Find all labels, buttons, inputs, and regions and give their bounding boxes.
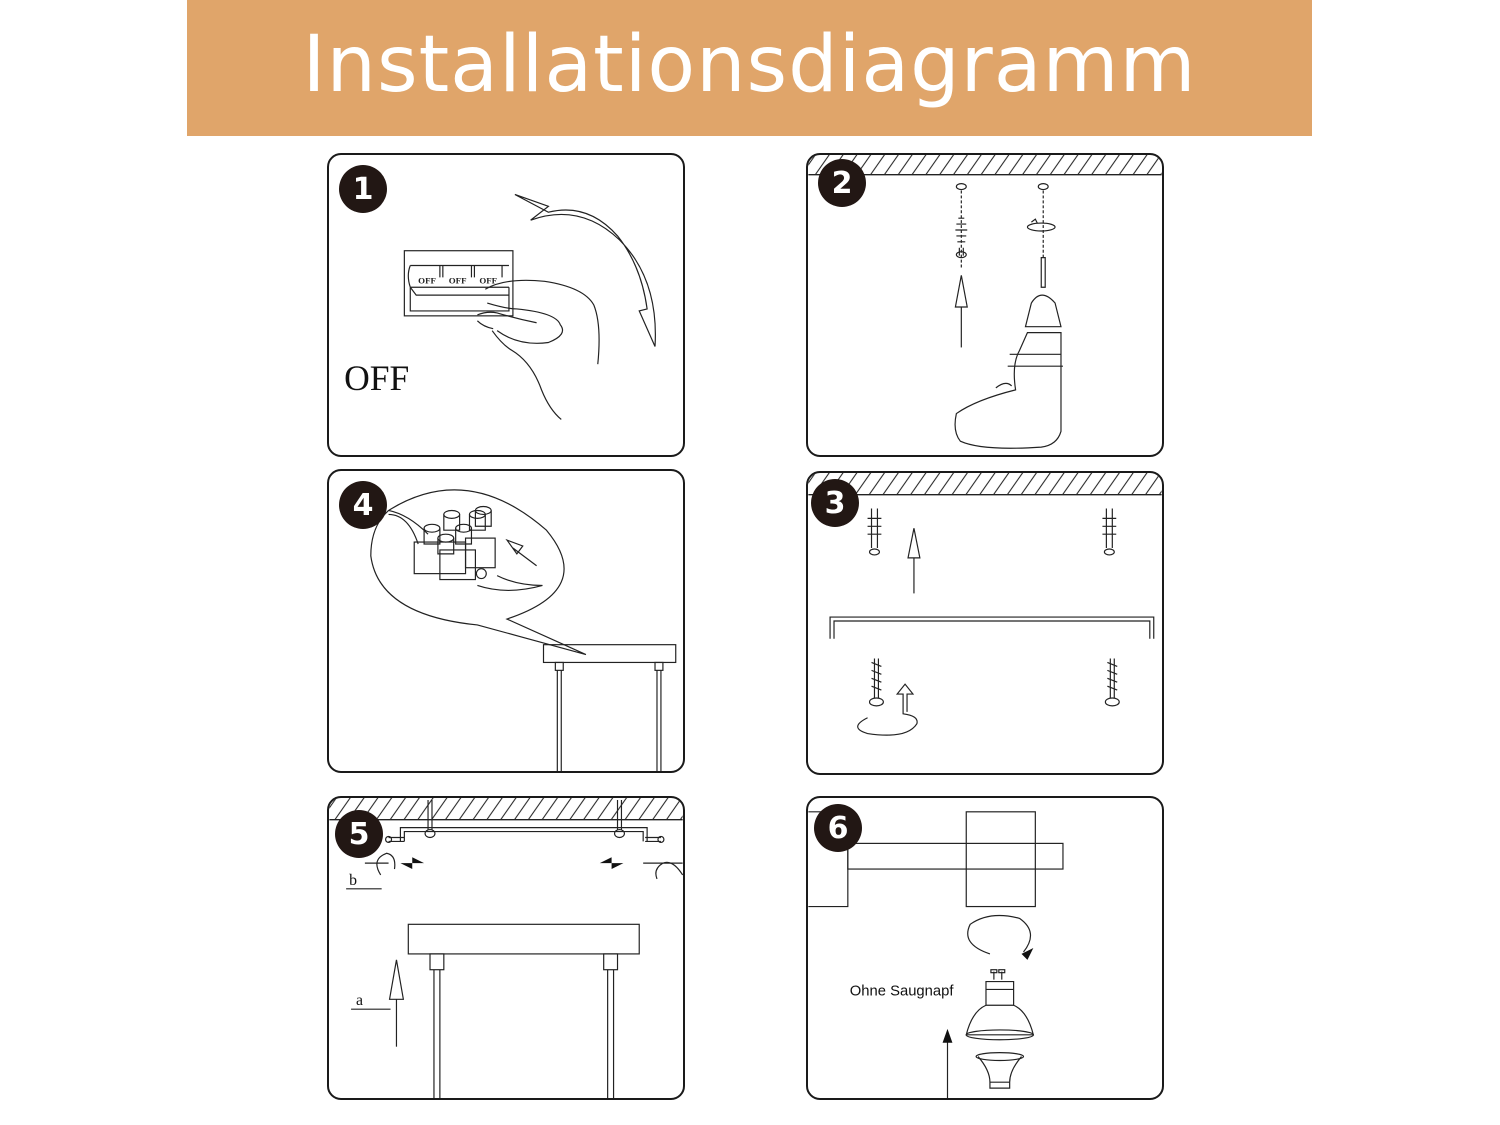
step-number-badge: 2: [818, 159, 866, 207]
drill-icon: [954, 257, 1063, 449]
circuit-breaker-icon: [403, 250, 514, 317]
step-4-illustration: [370, 489, 677, 771]
svg-text:OFF: OFF: [479, 275, 497, 285]
wall-plug-icon: [955, 183, 968, 269]
label-a: a: [356, 992, 363, 1009]
step-3-panel: 3: [806, 471, 1164, 775]
ceiling-hatch-icon: [808, 473, 1162, 495]
title-banner: Installationsdiagramm: [187, 0, 1312, 136]
up-arrow-icon: [388, 959, 405, 1047]
mounting-bracket-icon: [829, 616, 1155, 639]
screw-icon: [868, 658, 1120, 707]
curved-arrow-icon: [514, 193, 656, 347]
canopy-icon: [407, 923, 640, 1098]
svg-text:OFF: OFF: [449, 275, 467, 285]
step-2-panel: 2: [806, 153, 1164, 457]
push-arrows: [400, 857, 624, 870]
step-1-panel: 1 OFF OFF OFF OFF: [327, 153, 685, 457]
bulb-note: Ohne Saugnapf: [850, 983, 955, 999]
step-number-badge: 6: [814, 804, 862, 852]
step-6-panel: 6: [806, 796, 1164, 1100]
arrow-icon: [505, 538, 537, 567]
wall-plug-icon: [867, 508, 1117, 556]
label-b: b: [349, 872, 357, 889]
rotation-arrow-icon: [1026, 218, 1056, 232]
ground-symbol-icon: [475, 568, 487, 580]
suction-cup-icon: [975, 1052, 1025, 1089]
step-5-panel: 5: [327, 796, 685, 1100]
step-1-illustration: OFF OFF OFF OFF: [344, 193, 656, 420]
gu10-bulb-icon: [965, 969, 1035, 1041]
step-number-badge: 4: [339, 481, 387, 529]
switch-labels: OFF OFF OFF: [418, 275, 497, 285]
rotation-arrow-icon: [967, 914, 1031, 955]
rotation-arrow-icon: [376, 852, 683, 880]
step-6-illustration: Ohne Saugnapf: [808, 811, 1064, 1098]
rotation-arrow-icon: [857, 683, 918, 736]
zoom-bubble: [370, 489, 587, 656]
step-number-badge: 3: [811, 479, 859, 527]
step-number-badge: 1: [339, 165, 387, 213]
step-2-illustration: [808, 155, 1162, 449]
rotation-arrowhead: [1021, 948, 1034, 960]
ceiling-hatch-icon: [329, 798, 683, 820]
mounting-bracket-icon: [399, 827, 648, 842]
step-5-illustration: b a: [329, 798, 683, 1098]
step-number-badge: 5: [335, 810, 383, 858]
step-4-panel: 4: [327, 469, 685, 773]
side-screw-icon: [385, 835, 665, 843]
wires-icon: [388, 509, 543, 591]
terminal-block-icon: [413, 505, 496, 581]
canopy-icon: [542, 644, 677, 771]
up-arrow-icon: [954, 275, 968, 348]
svg-text:OFF: OFF: [418, 275, 436, 285]
ceiling-hatch-icon: [808, 155, 1162, 175]
step-3-illustration: [808, 473, 1162, 736]
off-label: OFF: [344, 358, 409, 398]
page-title: Installationsdiagramm: [302, 20, 1197, 110]
up-arrow-icon: [907, 528, 921, 594]
hand-icon: [476, 279, 600, 420]
screw-icon: [424, 799, 626, 839]
